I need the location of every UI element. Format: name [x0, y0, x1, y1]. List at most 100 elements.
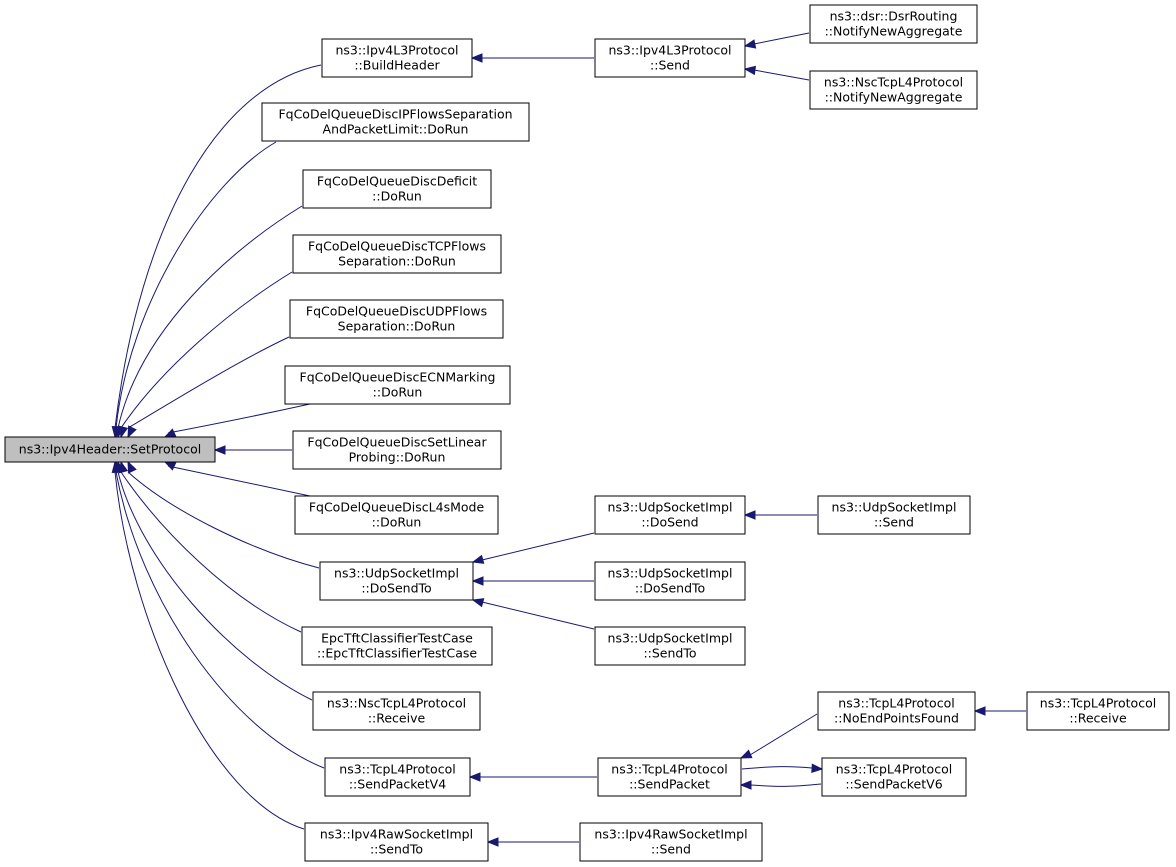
edge-arrowhead: [111, 460, 121, 473]
node-label-line: FqCoDelQueueDiscECNMarking: [300, 370, 496, 385]
node-label-line: ns3::TcpL4Protocol: [836, 762, 952, 777]
node-label-line: ::DoSend: [641, 515, 698, 530]
node-box: [594, 38, 746, 78]
edge-tcp-sendpacket-to-tcp-sendpacketv4: [468, 772, 597, 782]
node-label-line: ::NotifyNewAggregate: [825, 24, 963, 39]
node-fq-l4s[interactable]: FqCoDelQueueDiscL4sMode::DoRun: [294, 495, 499, 535]
node-label-line: Separation::DoRun: [338, 254, 456, 269]
edge-arrowhead: [471, 576, 484, 586]
node-fq-ecn[interactable]: FqCoDelQueueDiscECNMarking::DoRun: [284, 365, 511, 405]
node-box: [579, 822, 763, 862]
edge-raw-sendto-to-root: [111, 460, 305, 830]
node-udp-dosendto2[interactable]: ns3::UdpSocketImpl::DoSendTo: [594, 561, 746, 601]
node-nsctcp-notify[interactable]: ns3::NscTcpL4Protocol::NotifyNewAggregat…: [809, 70, 978, 110]
node-box: [817, 691, 976, 731]
node-fq-tcpflows[interactable]: FqCoDelQueueDiscTCPFlowsSeparation::DoRu…: [292, 234, 502, 274]
node-label-line: ns3::TcpL4Protocol: [1040, 696, 1156, 711]
node-label-line: FqCoDelQueueDiscTCPFlows: [308, 239, 486, 254]
node-ipv4l3-buildheader[interactable]: ns3::Ipv4L3Protocol::BuildHeader: [321, 38, 473, 78]
edge-fq-ecn-to-root: [163, 403, 311, 438]
edge-line: [749, 713, 818, 756]
edge-arrowhead: [470, 53, 483, 63]
edge-tcp-sendpacketv4-to-root: [112, 460, 325, 769]
edge-arrowhead: [468, 772, 481, 782]
node-udp-dosendto[interactable]: ns3::UdpSocketImpl::DoSendTo: [319, 561, 474, 601]
node-dsr-notify[interactable]: ns3::dsr::DsrRouting::NotifyNewAggregate: [809, 4, 978, 44]
edge-udp-dosend-to-udp-dosendto: [471, 532, 595, 564]
node-label-line: ns3::dsr::DsrRouting: [830, 9, 958, 24]
node-label-line: FqCoDelQueueDiscIPFlowsSeparation: [278, 107, 512, 122]
node-ipv4l3-send[interactable]: ns3::Ipv4L3Protocol::Send: [594, 38, 746, 78]
edge-udp-dosendto-to-root: [127, 460, 320, 569]
edge-udp-sendto-to-udp-dosendto: [471, 598, 595, 630]
edge-nsctcp-receive-to-root: [115, 460, 313, 701]
node-udp-sendto[interactable]: ns3::UdpSocketImpl::SendTo: [594, 626, 746, 666]
node-box: [597, 757, 742, 797]
node-box: [294, 495, 499, 535]
edge-line: [114, 64, 322, 429]
node-label-line: ::Receive: [368, 711, 426, 726]
node-udp-dosend[interactable]: ns3::UdpSocketImpl::DoSend: [594, 495, 746, 535]
edge-raw-send-to-raw-sendto: [486, 837, 579, 847]
node-raw-sendto[interactable]: ns3::Ipv4RawSocketImpl::SendTo: [304, 822, 489, 862]
node-label-line: ns3::Ipv4L3Protocol: [608, 43, 731, 58]
node-fq-ipflows[interactable]: FqCoDelQueueDiscIPFlowsSeparationAndPack…: [261, 102, 530, 142]
node-box: [292, 234, 502, 274]
node-tcp-receive[interactable]: ns3::TcpL4Protocol::Receive: [1026, 691, 1170, 731]
node-box: [1026, 691, 1170, 731]
node-root[interactable]: ns3::Ipv4Header::SetProtocol: [4, 436, 216, 463]
node-label-line: FqCoDelQueueDiscDeficit: [317, 174, 477, 189]
node-udp-send[interactable]: ns3::UdpSocketImpl::Send: [817, 495, 971, 535]
edge-line: [117, 471, 313, 701]
edge-arrowhead: [163, 428, 177, 438]
edge-line: [753, 32, 810, 45]
edge-arrowhead: [163, 461, 177, 471]
edge-arrowhead: [127, 460, 137, 474]
edge-arrowhead: [118, 425, 129, 439]
edge-tcp-sendpacketv6-to-tcp-sendpacket: [739, 780, 822, 790]
node-box: [284, 365, 511, 405]
edge-line: [167, 403, 311, 434]
edge-line: [114, 471, 305, 830]
edge-fq-deficit-to-root: [115, 205, 303, 439]
node-tcp-sendpacket[interactable]: ns3::TcpL4Protocol::SendPacket: [597, 757, 742, 797]
edge-arrowhead: [486, 837, 499, 847]
node-box: [817, 495, 971, 535]
edge-line: [117, 205, 303, 429]
edge-line: [120, 471, 302, 633]
edge-line: [481, 532, 595, 561]
node-label-line: AndPacketLimit::DoRun: [323, 122, 469, 137]
node-raw-send[interactable]: ns3::Ipv4RawSocketImpl::Send: [579, 822, 763, 862]
node-box: [809, 4, 978, 44]
node-label-line: ns3::UdpSocketImpl: [608, 566, 733, 581]
node-label-line: ::SendTo: [643, 646, 696, 661]
node-box: [261, 102, 530, 142]
node-tcp-sendpacketv6[interactable]: ns3::TcpL4Protocol::SendPacketV6: [821, 757, 967, 797]
edge-arrowhead: [471, 598, 485, 608]
edge-line: [115, 471, 325, 769]
edge-line: [481, 601, 595, 630]
node-label-line: ns3::NscTcpL4Protocol: [824, 75, 963, 90]
edge-line: [741, 766, 813, 770]
node-label-line: ns3::Ipv4Header::SetProtocol: [19, 442, 201, 457]
node-fq-deficit[interactable]: FqCoDelQueueDiscDeficit::DoRun: [302, 169, 492, 209]
node-fq-udpflows[interactable]: FqCoDelQueueDiscUDPFlowsSeparation::DoRu…: [289, 299, 504, 339]
node-box: [301, 626, 493, 666]
node-label-line: ::DoSendTo: [361, 581, 431, 596]
edge-udp-send-to-udp-dosend: [743, 510, 817, 520]
node-tcp-sendpacketv4[interactable]: ns3::TcpL4Protocol::SendPacketV4: [324, 757, 471, 797]
node-tcp-noendpoints[interactable]: ns3::TcpL4Protocol::NoEndPointsFound: [817, 691, 976, 731]
node-epc[interactable]: EpcTftClassifierTestCase::EpcTftClassifi…: [301, 626, 493, 666]
edge-line: [127, 336, 290, 429]
node-box: [594, 626, 746, 666]
node-label-line: ns3::Ipv4RawSocketImpl: [320, 827, 473, 842]
node-label-line: ns3::UdpSocketImpl: [334, 566, 459, 581]
node-label-line: ns3::Ipv4L3Protocol: [335, 43, 458, 58]
node-label-line: ns3::TcpL4Protocol: [838, 696, 954, 711]
edge-tcp-receive-to-tcp-noendpoints: [973, 706, 1026, 716]
node-nsctcp-receive[interactable]: ns3::NscTcpL4Protocol::Receive: [312, 691, 481, 731]
node-label-line: ::Send: [650, 58, 690, 73]
node-label-line: FqCoDelQueueDiscSetLinear: [307, 435, 487, 450]
